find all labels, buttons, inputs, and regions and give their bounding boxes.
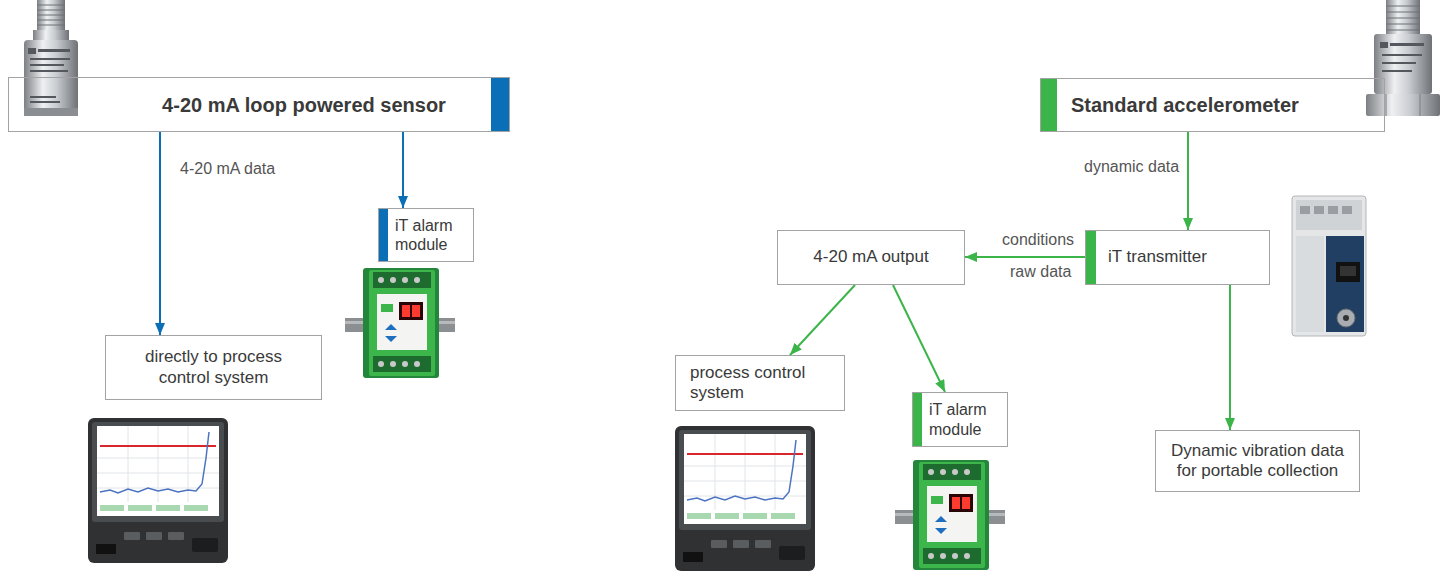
node-text: 4-20 mA loop powered sensor bbox=[162, 93, 446, 117]
edge-label: 4-20 mA data bbox=[178, 160, 277, 178]
node-text: directly to process control system bbox=[124, 347, 303, 388]
connector-arrow bbox=[1229, 285, 1231, 430]
accelerometer-photo bbox=[1366, 0, 1440, 116]
edge-label: dynamic data bbox=[1082, 158, 1181, 176]
accent-box: iT transmitter bbox=[1085, 230, 1270, 285]
node-text: process control system bbox=[690, 363, 834, 404]
node-text: Standard accelerometer bbox=[1071, 93, 1299, 117]
accent-box: iT alarm module bbox=[378, 208, 474, 262]
accent-bar bbox=[379, 209, 388, 261]
process-box: directly to process control system bbox=[105, 335, 322, 400]
accent-box: iT alarm module bbox=[912, 392, 1008, 447]
alarm-module-photo bbox=[895, 460, 1005, 570]
connector-arrow bbox=[893, 285, 945, 392]
connector-arrow bbox=[790, 285, 855, 355]
signal-label: raw data bbox=[1008, 263, 1073, 281]
node-text: iT alarm module bbox=[929, 400, 999, 438]
process-box: Dynamic vibration data for portable coll… bbox=[1155, 430, 1360, 492]
connector-arrow bbox=[965, 256, 1085, 258]
recorder-photo bbox=[88, 418, 228, 563]
node-text: 4-20 mA output bbox=[813, 247, 928, 267]
node-text: iT alarm module bbox=[395, 216, 465, 254]
connector-arrow bbox=[1187, 132, 1189, 230]
accent-bar bbox=[913, 393, 922, 446]
connector-arrow bbox=[402, 132, 404, 208]
alarm-module-photo bbox=[345, 268, 455, 378]
process-box: process control system bbox=[675, 355, 845, 411]
accent-bar bbox=[1041, 79, 1057, 131]
accent-bar bbox=[491, 78, 509, 131]
process-box: 4-20 mA output bbox=[777, 230, 965, 285]
node-text: iT transmitter bbox=[1108, 247, 1207, 267]
accent-box: Standard accelerometer bbox=[1040, 78, 1385, 132]
accent-box: 4-20 mA loop powered sensor bbox=[8, 77, 510, 132]
transmitter-photo bbox=[1292, 196, 1366, 336]
node-text: Dynamic vibration data for portable coll… bbox=[1166, 441, 1349, 482]
accent-bar bbox=[1086, 231, 1096, 284]
recorder-photo bbox=[675, 426, 815, 571]
connector-arrow bbox=[159, 132, 161, 335]
loop-powered-sensor-photo bbox=[24, 0, 78, 116]
edge-label: conditions bbox=[1000, 231, 1076, 249]
